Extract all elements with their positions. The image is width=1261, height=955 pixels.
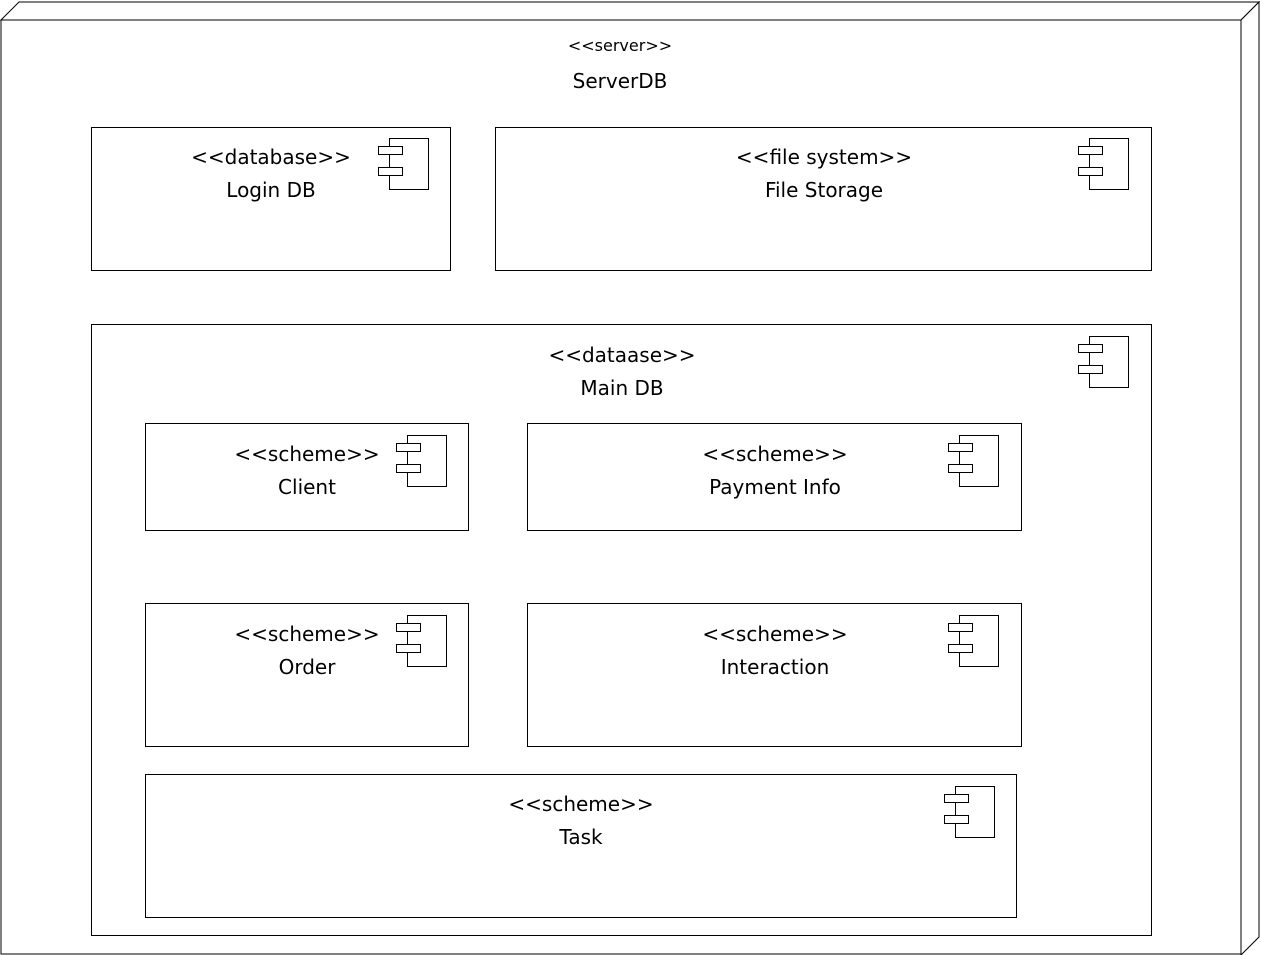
component-icon: [378, 138, 429, 190]
task-stereotype: <<scheme>>: [508, 792, 654, 816]
main-db-name: Main DB: [580, 376, 664, 400]
task-name: Task: [559, 825, 603, 849]
server-node-side-face: [1240, 0, 1260, 955]
interaction-name: Interaction: [720, 655, 830, 679]
component-icon: [1078, 138, 1129, 190]
order-stereotype: <<scheme>>: [234, 622, 380, 646]
component-icon: [1078, 336, 1129, 388]
component-icon: [948, 435, 999, 487]
task-scheme[interactable]: [145, 774, 1017, 918]
interaction-stereotype: <<scheme>>: [702, 622, 848, 646]
client-name: Client: [278, 475, 336, 499]
component-icon: [396, 615, 447, 667]
file-storage-component[interactable]: [495, 127, 1152, 271]
file-storage-stereotype: <<file system>>: [735, 145, 913, 169]
login-db-component[interactable]: [91, 127, 451, 271]
component-icon: [944, 786, 995, 838]
component-icon: [948, 615, 999, 667]
client-scheme[interactable]: [145, 423, 469, 531]
server-node-top-face: [0, 1, 1261, 21]
component-icon: [396, 435, 447, 487]
server-node-stereotype: <<server>>: [567, 36, 673, 55]
client-stereotype: <<scheme>>: [234, 442, 380, 466]
order-name: Order: [278, 655, 336, 679]
file-storage-name: File Storage: [764, 178, 884, 202]
main-db-stereotype: <<dataase>>: [548, 343, 696, 367]
login-db-stereotype: <<database>>: [191, 145, 351, 169]
server-node-name: ServerDB: [572, 69, 668, 93]
payment-info-name: Payment Info: [709, 475, 841, 499]
login-db-name: Login DB: [226, 178, 316, 202]
order-scheme[interactable]: [145, 603, 469, 747]
interaction-scheme[interactable]: [527, 603, 1022, 747]
payment-info-stereotype: <<scheme>>: [702, 442, 848, 466]
payment-info-scheme[interactable]: [527, 423, 1022, 531]
